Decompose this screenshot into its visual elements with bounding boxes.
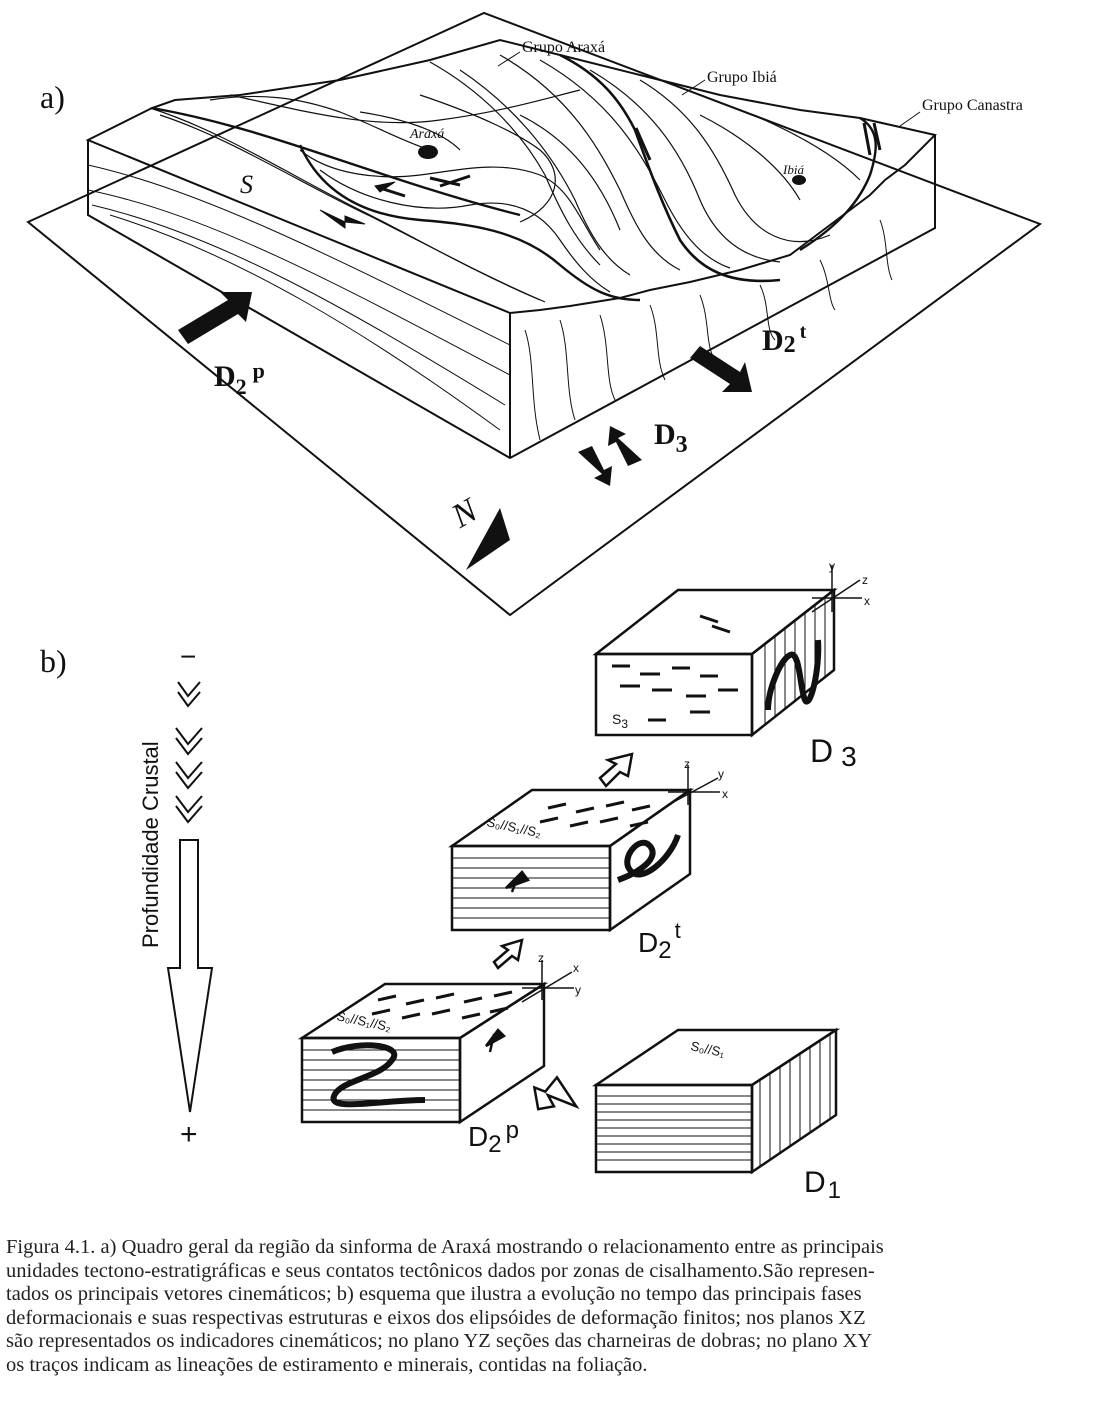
transition-arrow-d2t-d3-icon [598,752,634,788]
north-arrow-icon [466,508,510,570]
panel-a-label: a) [40,79,65,115]
block-side-outline [87,135,936,460]
shear-pair-icon [429,176,461,187]
group-leaders [497,51,921,127]
town-label-ibia: Ibiá [782,162,804,177]
block-d3-fold [765,639,822,711]
d3-vector-up-icon [608,426,642,466]
d2t-vector-icon [690,346,752,392]
block-d1-hatching [596,1034,831,1166]
depth-arrow-icon [166,839,214,1113]
depth-axis: − + [166,641,214,1151]
caption-line: são representados os indicadores cinemát… [6,1330,873,1352]
block-d2p-label: D2p [468,1117,519,1158]
d2p-vector-icon [178,292,252,344]
caption-line: os traços indicam as lineações de estira… [6,1353,648,1376]
chevron-icons [175,681,203,824]
block-d2p-axis-y-label: y [575,983,581,997]
thrust-lower [151,106,521,217]
depth-plus-label: + [180,1118,198,1151]
block-diagram [85,38,937,460]
caption-line: deformacionais e suas respectivas estrut… [6,1306,866,1329]
town-label-araxa: Araxá [409,127,444,142]
block-d2t-lineations [539,800,651,828]
block-d3-axis-z [811,579,861,613]
depth-axis-title: Profundidade Crustal [138,741,163,948]
panel-a: a) [26,11,1043,617]
thrust-araxa-ibia [559,53,781,283]
base-plate [26,11,1043,617]
block-d2p-fold [330,1042,426,1108]
transition-arrows [492,752,634,1111]
d3-vector-down-icon [578,446,612,486]
caption-line: tados os principais vetores cinemáticos;… [6,1283,862,1305]
block-d3-lineations [612,614,738,722]
shear-arrows [319,122,882,229]
d3-vector-label: D3 [654,418,688,458]
block-d2t-face-label: S₀//S₁//S₂ [485,814,542,840]
block-d3-axis-y-label: y [829,559,835,573]
group-label-canastra: Grupo Canastra [922,97,1023,114]
block-d2t [448,765,720,933]
block-d3-axis-z-label: z [862,573,868,587]
transition-arrow-d1-d2p-icon [532,1075,580,1111]
block-d2t-hatching [452,857,610,919]
block-d2t-axis-x-label: x [722,787,728,801]
block-d2t-axis-y-label: y [718,767,724,781]
caption-line: unidades tectono-estratigráficas e seus … [6,1259,875,1282]
tectonic-figure: a) [26,11,1043,1204]
block-d2p-axis-x-label: x [573,961,579,975]
side-face-texture [87,164,893,441]
block-d1-face-label: S₀//S₁ [689,1038,726,1060]
block-d3-face-label: S3 [612,711,628,731]
block-d1-label: D1 [804,1166,841,1204]
panel-b: b) − + Profundidade Crustal [40,559,870,1204]
shear-pair-icon [634,127,652,161]
caption-line: Figura 4.1. a) Quadro geral da região da… [6,1236,884,1258]
thrust-central [298,144,641,302]
block-top-outline [85,38,937,315]
terrain-lines [149,54,861,303]
shear-pair-icon [862,122,872,156]
transition-arrow-d2p-d2t-icon [492,938,524,970]
block-d2p [297,960,574,1125]
panel-b-label: b) [40,643,67,679]
town-marker-araxa [418,145,438,159]
depth-minus-label: − [180,641,196,672]
block-d2t-label: D2t [638,918,681,964]
block-d2p-lineations [371,990,513,1020]
block-d2p-axis-z-label: z [538,951,544,965]
thrust-ibia-canastra [799,116,877,252]
block-d3 [592,565,862,738]
block-d2t-axis-z-label: z [684,757,690,771]
block-d1 [591,1027,841,1175]
town-marker-ibia [792,175,806,185]
block-d2p-axis-x [521,971,573,1003]
group-label-ibia: Grupo Ibiá [707,69,777,86]
group-label-araxa: Grupo Araxá [522,39,605,56]
block-d2t-fold [616,833,681,883]
north-label: N [445,491,486,536]
foliation-label: S [240,170,253,199]
shear-arrow-icon [485,1028,507,1048]
shear-arrow-icon [319,209,366,229]
d2p-vector-label: D2p [214,358,265,399]
block-d3-axis-x-label: x [864,594,870,608]
figure-caption: Figura 4.1. a) Quadro geral da região da… [6,1236,1086,1377]
